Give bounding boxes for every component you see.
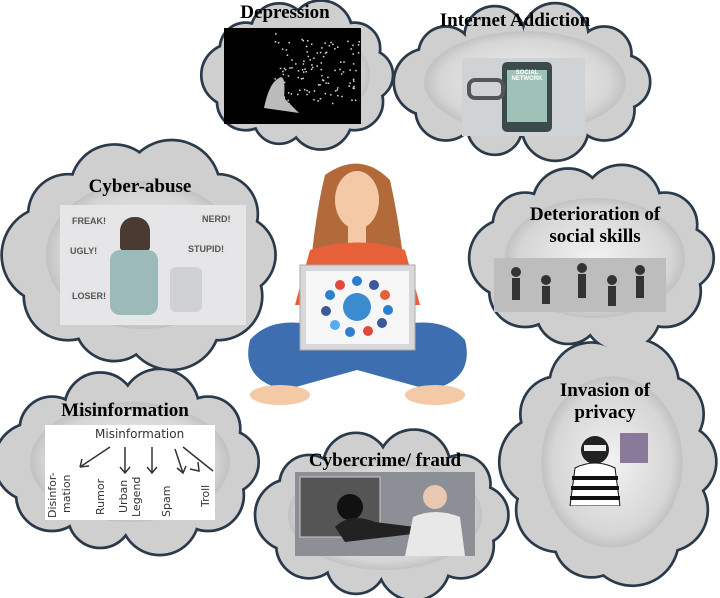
deterioration-title-line1: Deterioration of [530, 204, 660, 226]
cybercrime-title: Cybercrime/ fraud [309, 450, 461, 472]
item-disinformation-2: mation [61, 474, 72, 513]
cyber-abuse-image: FREAK! NERD! UGLY! STUPID! LOSER! [60, 205, 246, 325]
word-nerd: NERD! [200, 213, 233, 225]
invasion-title-line1: Invasion of [560, 380, 650, 402]
deterioration-title: Deterioration of social skills [530, 204, 660, 248]
cyber-abuse-title: Cyber-abuse [89, 176, 192, 198]
internet-addiction-image: SOCIAL NETWORK [462, 58, 585, 136]
word-ugly: UGLY! [68, 245, 99, 257]
item-urban: Urban [118, 480, 129, 513]
word-freak: FREAK! [70, 215, 108, 227]
item-rumor: Rumor [95, 479, 106, 515]
deterioration-title-line2: social skills [530, 226, 660, 248]
globe-icon [343, 293, 371, 321]
item-spam: Spam [161, 486, 172, 517]
misinformation-diagram: Misinformation Disinfor- mation Rumor Ur… [45, 425, 215, 520]
item-legend: Legend [131, 477, 142, 517]
misinformation-title: Misinformation [61, 400, 189, 422]
phone-screen-text: SOCIAL NETWORK [507, 70, 547, 122]
invasion-title: Invasion of privacy [560, 380, 650, 424]
depression-title: Depression [240, 2, 329, 24]
cybercrime-image [295, 472, 475, 556]
woman-with-laptop-illustration [240, 155, 475, 415]
item-disinformation-1: Disinfor- [47, 472, 58, 518]
depression-image [224, 28, 361, 124]
item-troll: Troll [200, 485, 211, 507]
social-skills-image [494, 258, 666, 312]
internet-addiction-title: Internet Addiction [440, 10, 590, 32]
invasion-title-line2: privacy [560, 402, 650, 424]
burglar-image [560, 428, 652, 506]
word-loser: LOSER! [70, 290, 108, 302]
face [335, 171, 379, 229]
word-stupid: STUPID! [186, 243, 226, 255]
